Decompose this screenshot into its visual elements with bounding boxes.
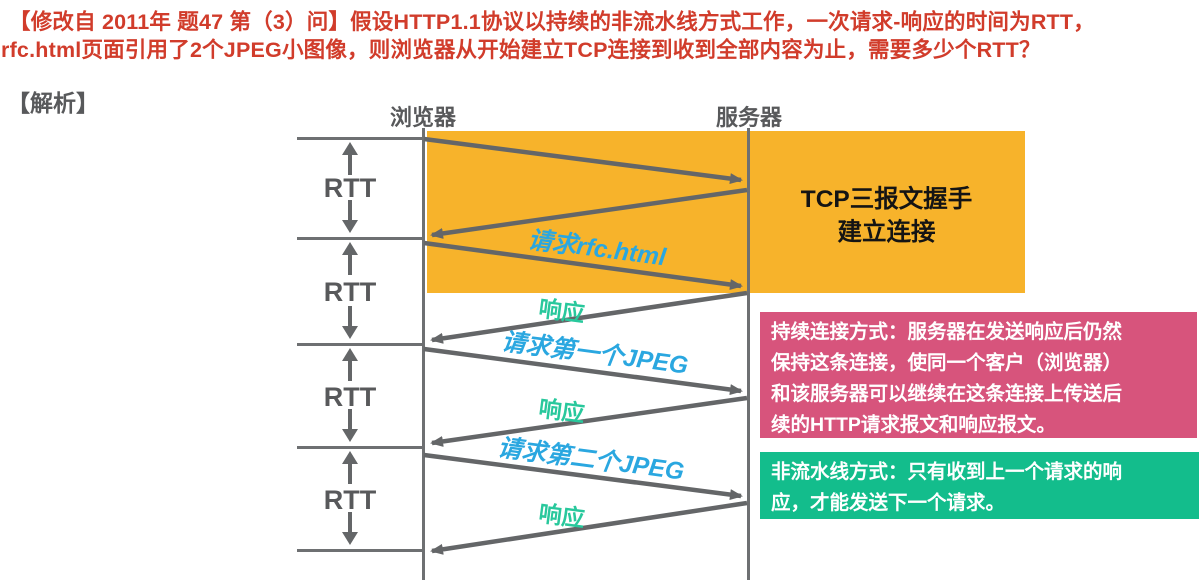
analysis-label: 【解析】 bbox=[7, 90, 99, 116]
question-line-1: 【修改自 2011年 题47 第（3）问】假设HTTP1.1协议以持续的非流水线… bbox=[9, 10, 1095, 34]
question-line-2: rfc.html页面引用了2个JPEG小图像，则浏览器从开始建立TCP连接到收到… bbox=[1, 38, 1041, 62]
time-tick-1 bbox=[297, 137, 423, 140]
arrow-response-jpeg1 bbox=[430, 395, 748, 447]
rtt-down-arrow-3 bbox=[341, 409, 359, 442]
rtt-down-arrow-2 bbox=[341, 306, 359, 339]
arrow-tcp-syn bbox=[423, 136, 743, 185]
browser-lifeline-label: 浏览器 bbox=[389, 105, 456, 130]
rtt-down-arrow-4 bbox=[341, 512, 359, 545]
arrow-request-rfc bbox=[423, 240, 743, 290]
non-pipelined-note: 非流水线方式：只有收到上一个请求的响 应，才能发送下一个请求。 bbox=[760, 452, 1199, 519]
arrow-response-rfc bbox=[430, 290, 748, 344]
persistent-note-line-1: 持续连接方式：服务器在发送响应后仍然 bbox=[771, 321, 1123, 343]
flow-label-response-1: 响应 bbox=[537, 295, 587, 327]
tcp-handshake-text: TCP三报文握手 建立连接 bbox=[748, 183, 1025, 249]
arrow-response-jpeg2 bbox=[430, 500, 748, 555]
arrow-request-jpeg1 bbox=[423, 346, 743, 396]
non-pipelined-note-line-2: 应，才能发送下一个请求。 bbox=[771, 492, 1006, 514]
time-tick-4 bbox=[297, 446, 423, 449]
flow-label-response-3: 响应 bbox=[537, 500, 587, 532]
flow-label-response-2: 响应 bbox=[537, 395, 587, 427]
server-lifeline bbox=[747, 128, 750, 580]
time-tick-3 bbox=[297, 343, 423, 346]
rtt-down-arrow-1 bbox=[341, 200, 359, 233]
persistent-note-line-3: 和该服务器可以继续在这条连接上传送后 bbox=[771, 383, 1123, 405]
time-tick-2 bbox=[297, 237, 423, 240]
tcp-handshake-line-1: TCP三报文握手 bbox=[800, 186, 973, 213]
persistent-note-line-2: 保持这条连接，使同一个客户（浏览器） bbox=[771, 352, 1123, 374]
non-pipelined-note-line-1: 非流水线方式：只有收到上一个请求的响 bbox=[771, 461, 1123, 483]
browser-lifeline bbox=[422, 128, 425, 580]
rtt-label-2: RTT bbox=[323, 277, 377, 307]
arrow-tcp-synack bbox=[430, 187, 748, 239]
server-lifeline-label: 服务器 bbox=[715, 105, 782, 130]
rtt-up-arrow-2 bbox=[341, 242, 359, 275]
time-tick-5 bbox=[297, 549, 423, 552]
rtt-up-arrow-4 bbox=[341, 451, 359, 484]
rtt-up-arrow-3 bbox=[341, 348, 359, 381]
persistent-note-line-4: 续的HTTP请求报文和响应报文。 bbox=[771, 414, 1056, 436]
rtt-label-4: RTT bbox=[323, 485, 377, 515]
tcp-handshake-line-2: 建立连接 bbox=[837, 219, 936, 246]
tcp-handshake-box bbox=[427, 131, 1025, 293]
persistent-connection-note: 持续连接方式：服务器在发送响应后仍然 保持这条连接，使同一个客户（浏览器） 和该… bbox=[760, 312, 1197, 438]
rtt-label-3: RTT bbox=[323, 382, 377, 412]
rtt-label-1: RTT bbox=[323, 173, 377, 203]
arrow-request-jpeg2 bbox=[423, 452, 743, 501]
rtt-up-arrow-1 bbox=[341, 142, 359, 175]
message-arrows bbox=[423, 136, 748, 555]
